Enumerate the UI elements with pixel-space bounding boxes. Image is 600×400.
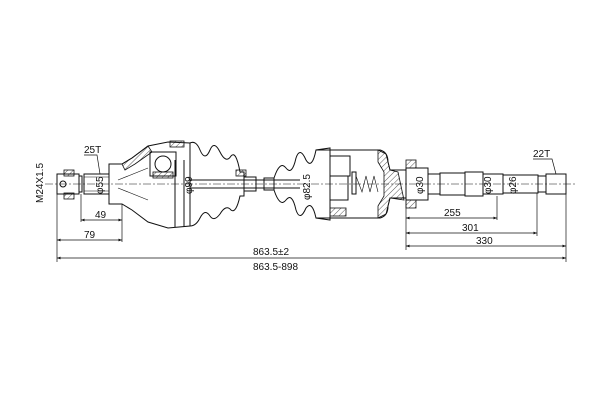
- dim-length-nominal: 863.5±2: [253, 247, 290, 258]
- label-d82-5: φ82.5: [302, 174, 313, 200]
- inner-tripod-joint: [316, 149, 407, 219]
- label-22t: 22T: [533, 149, 550, 160]
- dim-330: 330: [476, 236, 493, 247]
- dim-301: 301: [462, 223, 479, 234]
- label-d55: φ55: [95, 176, 106, 194]
- dim-79: 79: [84, 230, 96, 241]
- dim-255: 255: [444, 208, 461, 219]
- dim-49: 49: [95, 210, 107, 221]
- dim-length-range: 863.5-898: [253, 262, 298, 273]
- leader-22t: [533, 158, 557, 175]
- extension-lines: [56, 193, 567, 262]
- label-d26: φ26: [508, 176, 519, 194]
- label-d30-shaft: φ30: [483, 176, 494, 194]
- label-25t: 25T: [84, 145, 101, 156]
- boot-clamp: [235, 169, 247, 177]
- inner-boot: [273, 147, 331, 221]
- outer-cv-joint: [108, 140, 191, 229]
- label-thread: M24X1.5: [35, 163, 46, 203]
- thread-stub: [56, 169, 83, 200]
- leader-25t: [84, 154, 101, 175]
- label-d30-bearing: φ30: [415, 176, 426, 194]
- label-d99: φ99: [184, 176, 195, 194]
